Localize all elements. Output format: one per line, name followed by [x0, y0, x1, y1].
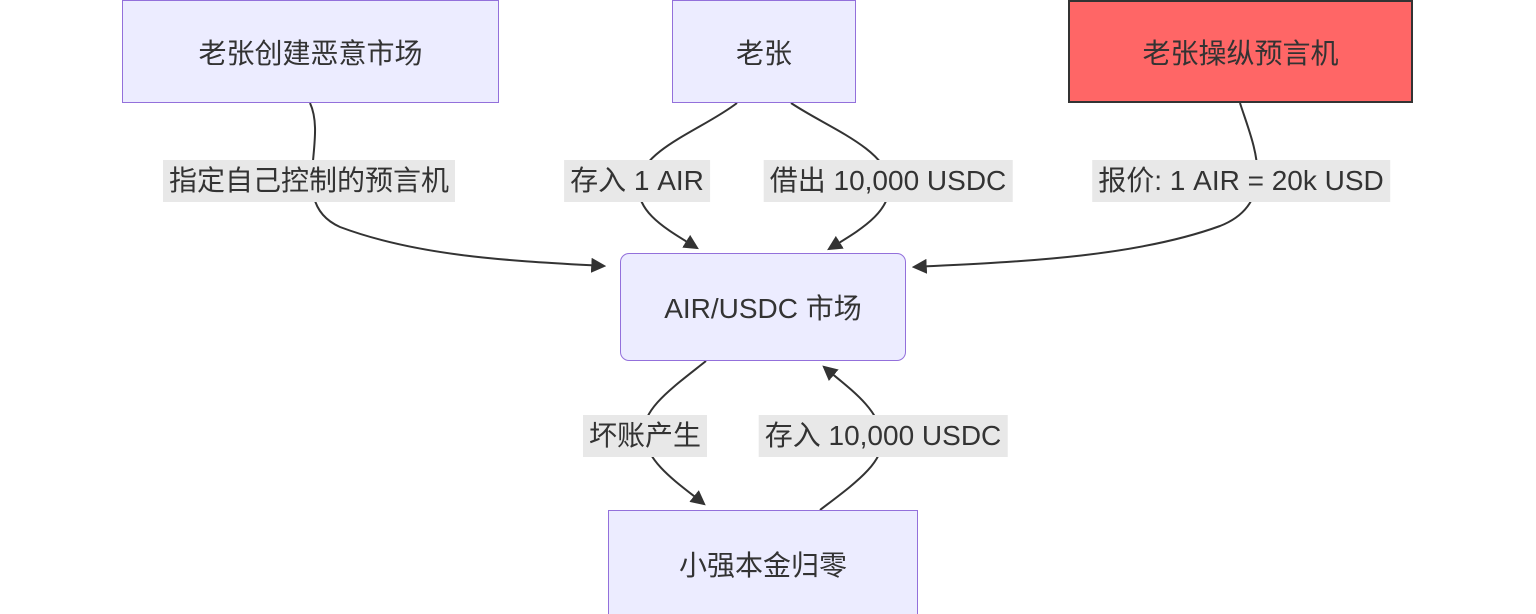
- edge-label-deposit-usdc: 存入 10,000 USDC: [758, 415, 1008, 457]
- node-laozhang: 老张: [672, 0, 856, 103]
- edge-label-borrow-usdc: 借出 10,000 USDC: [763, 160, 1013, 202]
- node-xiaoqiang-principal-zero-label: 小强本金归零: [678, 550, 847, 581]
- edge-label-bad-debt: 坏账产生: [582, 415, 708, 457]
- node-create-malicious-market: 老张创建恶意市场: [122, 0, 499, 103]
- node-oracle-manipulation-label: 老张操纵预言机: [1142, 37, 1339, 69]
- node-create-malicious-market-label: 老张创建恶意市场: [198, 37, 423, 69]
- node-xiaoqiang-principal-zero: 小强本金归零: [608, 510, 918, 614]
- node-oracle-manipulation: 老张操纵预言机: [1068, 0, 1413, 103]
- node-air-usdc-market-label: AIR/USDC 市场: [664, 293, 862, 324]
- node-air-usdc-market: AIR/USDC 市场: [620, 253, 906, 361]
- edge-label-deposit-1-air: 存入 1 AIR: [564, 160, 710, 202]
- node-laozhang-label: 老张: [735, 37, 792, 69]
- edge-label-designate-oracle: 指定自己控制的预言机: [162, 160, 456, 202]
- edge-label-oracle-quote: 报价: 1 AIR = 20k USD: [1092, 160, 1390, 202]
